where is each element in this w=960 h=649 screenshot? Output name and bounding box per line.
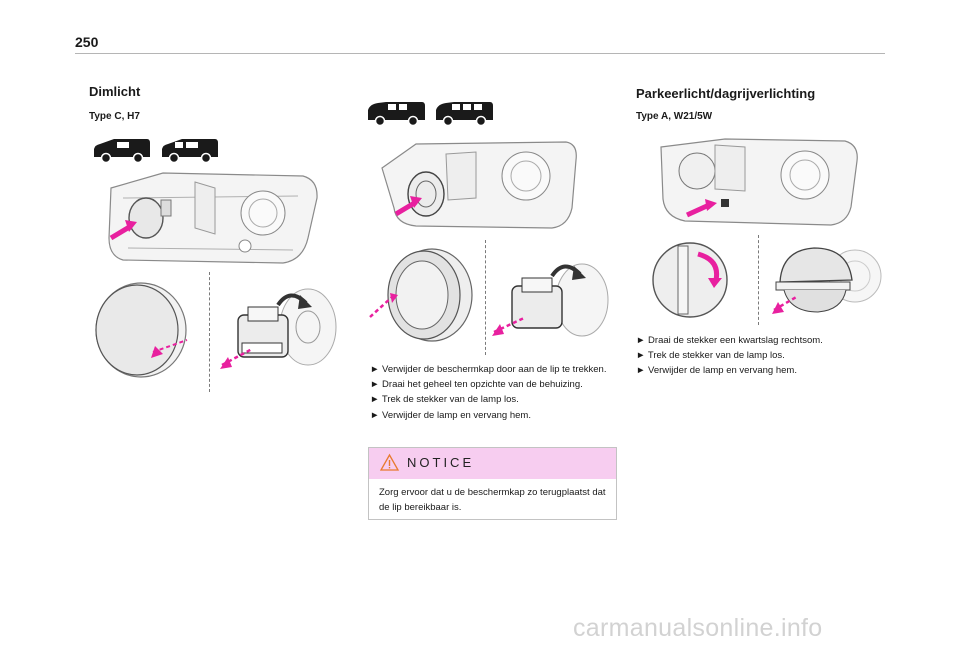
van-icons-middle <box>368 102 493 127</box>
list-item: Draai de stekker een kwartslag rechtsom. <box>636 333 876 348</box>
arrow-icon <box>773 294 799 312</box>
list-item: Verwijder de beschermkap door aan de lip… <box>370 362 618 377</box>
separator-dashed <box>758 235 759 325</box>
header-rule <box>75 53 885 54</box>
notice-title: NOTICE <box>407 455 475 470</box>
type-label-left: Type C, H7 <box>89 111 140 122</box>
page-number: 250 <box>75 34 99 50</box>
list-item: Trek de stekker van de lamp los. <box>370 392 618 407</box>
headlamp-illustration-right <box>660 138 858 226</box>
protective-cap-left <box>95 282 188 378</box>
section-title-parkeerlicht: Parkeerlicht/dagrijverlichting <box>636 86 816 101</box>
notice-box: NOTICE Zorg ervoor dat u de beschermkap … <box>368 447 617 520</box>
arrow-icon <box>394 199 418 217</box>
arrow-icon <box>152 339 188 353</box>
van-icon <box>94 139 150 164</box>
arrow-icon <box>109 223 133 241</box>
notice-header: NOTICE <box>369 448 616 479</box>
list-item: Verwijder de lamp en vervang hem. <box>636 363 876 378</box>
separator-dashed <box>485 240 486 355</box>
van-icon <box>368 102 425 127</box>
protective-cap-middle <box>369 248 473 342</box>
parking-light-steps-list: Draai de stekker een kwartslag rechtsom.… <box>636 333 876 379</box>
arrow-icon <box>369 296 393 318</box>
removal-steps-list: Verwijder de beschermkap door aan de lip… <box>370 362 618 423</box>
list-item: Verwijder de lamp en vervang hem. <box>370 408 618 423</box>
watermark: carmanualsonline.info <box>573 614 823 642</box>
van-icon <box>436 102 493 127</box>
warning-triangle-icon <box>379 453 400 471</box>
headlamp-illustration-middle <box>381 141 577 229</box>
list-item: Draai het geheel ten opzichte van de beh… <box>370 377 618 392</box>
headlamp-illustration-left <box>108 172 318 264</box>
separator-dashed <box>209 272 210 392</box>
bulb-holder-rotate <box>652 242 728 318</box>
type-label-right: Type A, W21/5W <box>636 111 713 122</box>
arrow-icon <box>493 316 525 334</box>
bulb-removal-middle <box>492 263 609 337</box>
van-icons-left <box>94 139 218 164</box>
arrow-icon <box>221 347 253 367</box>
notice-text: Zorg ervoor dat u de beschermkap zo teru… <box>379 487 606 513</box>
section-title-dimlicht: Dimlicht <box>89 84 141 99</box>
van-icon <box>162 139 218 164</box>
arrow-icon <box>685 202 711 218</box>
bulb-pull-right <box>772 247 882 314</box>
bulb-removal-left <box>220 288 337 369</box>
list-item: Trek de stekker van de lamp los. <box>636 348 876 363</box>
